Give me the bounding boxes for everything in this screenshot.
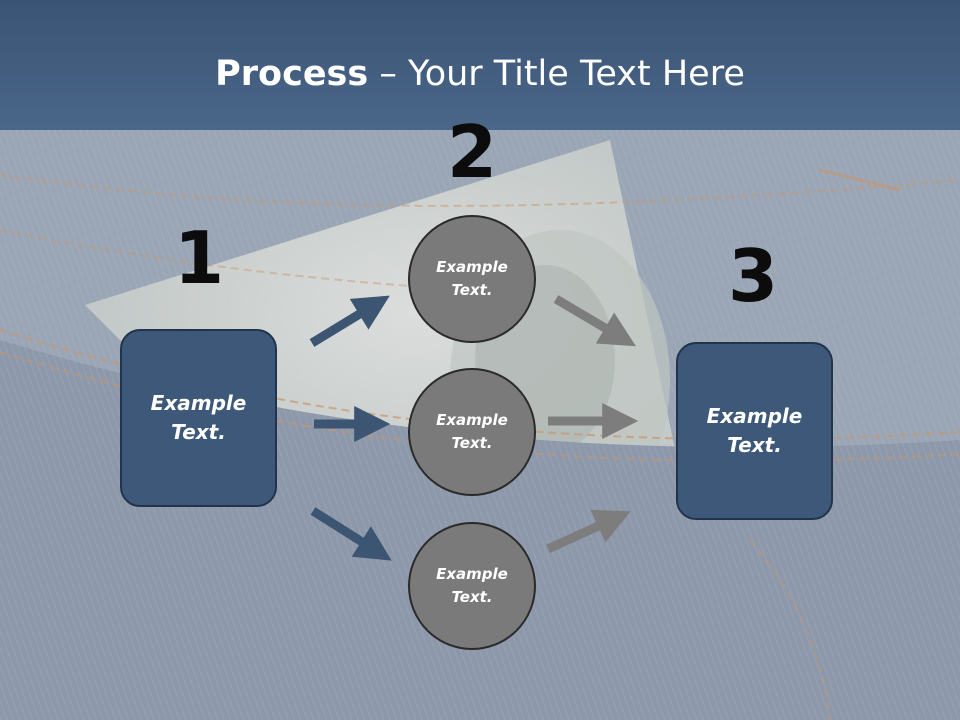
process-circle-bottom: Example Text. (408, 522, 536, 650)
slide-title: Process – Your Title Text Here (0, 52, 960, 96)
arrow-gray-right-up-icon (546, 509, 631, 554)
arrow-right-up-icon (309, 295, 390, 347)
title-rest: – Your Title Text Here (368, 54, 745, 94)
step-1-box: Example Text. (120, 329, 277, 507)
process-circle-top: Example Text. (408, 215, 536, 343)
step-number-3: 3 (727, 234, 779, 318)
process-circle-middle: Example Text. (408, 368, 536, 496)
arrow-right-down-icon (310, 507, 392, 561)
step-number-2: 2 (446, 110, 498, 194)
step-number-1: 1 (173, 216, 225, 300)
title-bold: Process (215, 54, 369, 94)
arrow-gray-right-down-icon (553, 295, 636, 347)
step-3-box: Example Text. (676, 342, 833, 520)
